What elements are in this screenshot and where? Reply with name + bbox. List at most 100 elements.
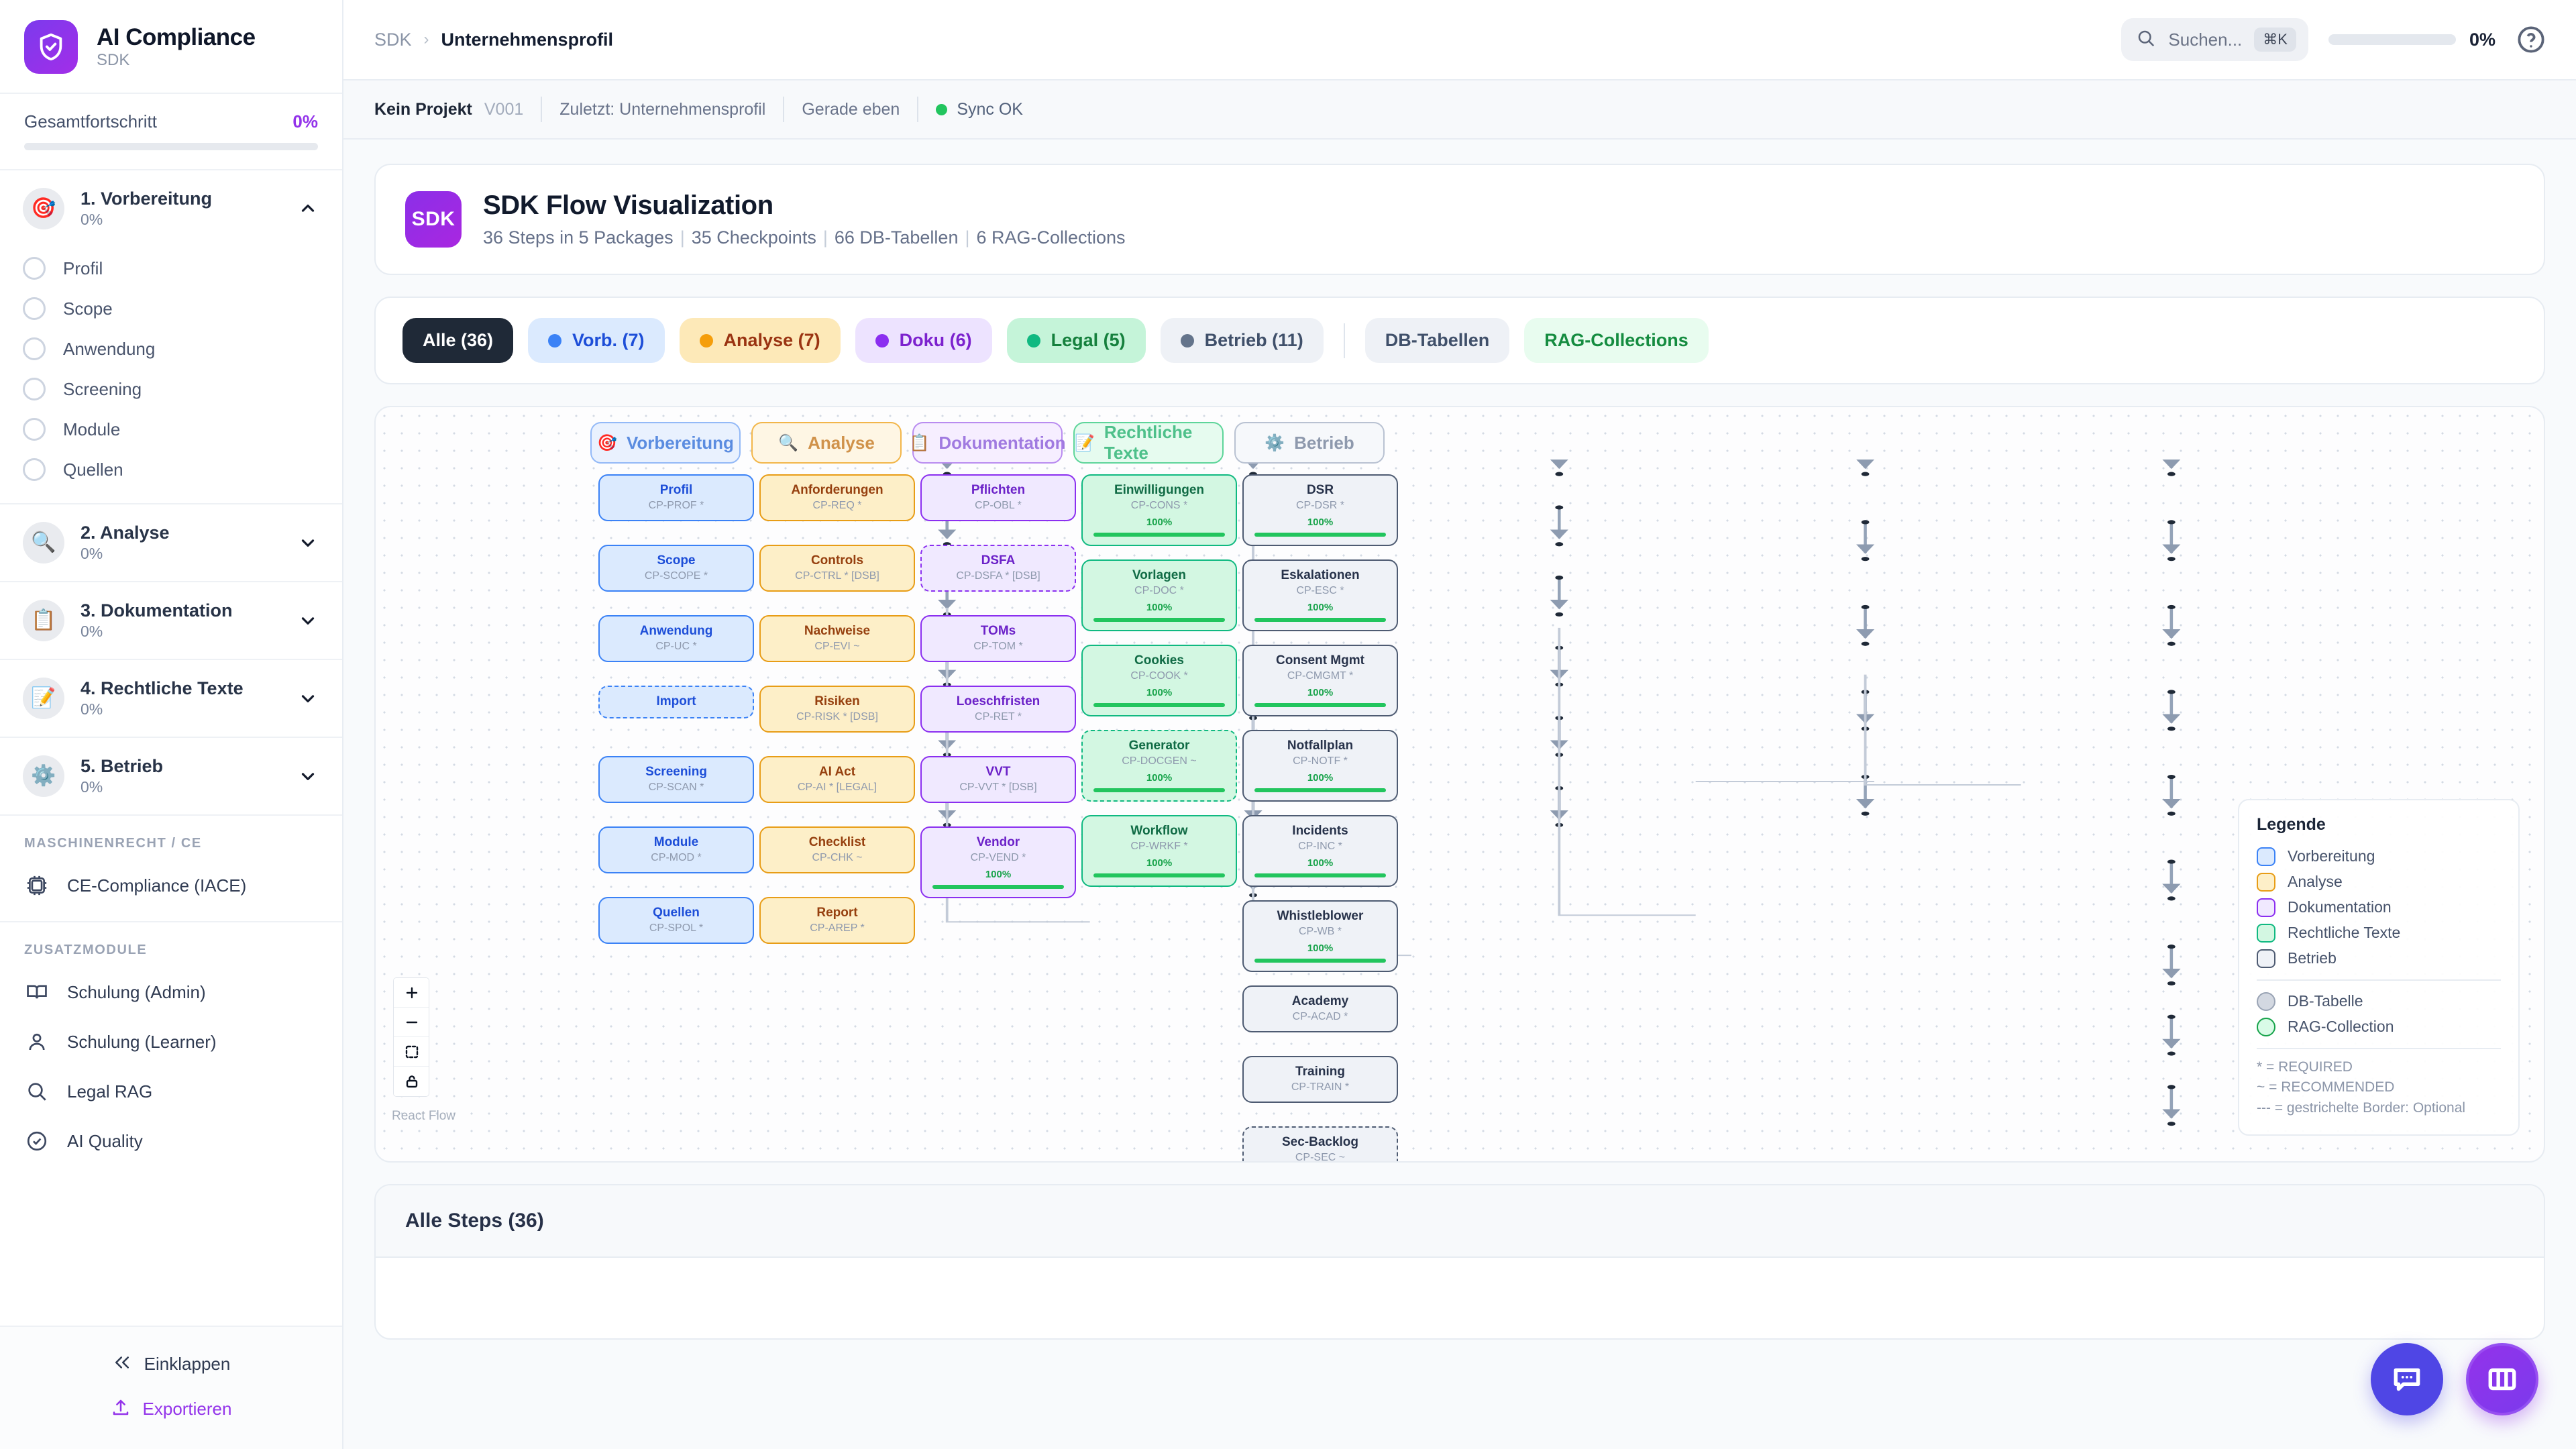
sidebar-item-ai-quality[interactable]: AI Quality bbox=[0, 1116, 342, 1166]
help-circle-icon[interactable] bbox=[2516, 24, 2546, 55]
node-code: CP-CHK ~ bbox=[812, 851, 863, 863]
phase-emoji-icon: 📝 bbox=[23, 678, 64, 719]
zoom-out-button[interactable] bbox=[394, 1008, 429, 1037]
flow-handle bbox=[2167, 981, 2176, 986]
chevron-up-icon[interactable] bbox=[297, 197, 319, 220]
sidebar-item-module[interactable]: Module bbox=[0, 409, 342, 449]
chat-fab[interactable] bbox=[2371, 1343, 2443, 1415]
chip-label: Doku (6) bbox=[899, 330, 972, 350]
unlock-icon[interactable] bbox=[394, 1067, 429, 1096]
collapse-sidebar-button[interactable]: Einklappen bbox=[0, 1342, 342, 1387]
phase-progress: 0% bbox=[80, 211, 103, 229]
chevron-down-icon[interactable] bbox=[297, 687, 319, 710]
chevron-down-icon[interactable] bbox=[297, 609, 319, 632]
sidebar-item-quellen[interactable]: Quellen bbox=[0, 449, 342, 490]
legend-label: Vorbereitung bbox=[2288, 847, 2375, 865]
search-input[interactable]: Suchen... ⌘K bbox=[2121, 18, 2308, 61]
filter-chip-alle-36[interactable]: Alle (36) bbox=[402, 318, 514, 363]
chevron-down-icon[interactable] bbox=[297, 765, 319, 788]
flow-handle bbox=[2167, 811, 2176, 816]
breadcrumb-current: Unternehmensprofil bbox=[441, 29, 614, 50]
sidebar-item-anwendung[interactable]: Anwendung bbox=[0, 329, 342, 369]
node-progress-value: 100% bbox=[1307, 943, 1334, 955]
zoom-in-button[interactable] bbox=[394, 978, 429, 1008]
filter-chip-betrieb-11[interactable]: Betrieb (11) bbox=[1160, 318, 1324, 363]
sidebar-item-schulung-learner[interactable]: Schulung (Learner) bbox=[0, 1017, 342, 1067]
filter-chip-db-tabellen[interactable]: DB-Tabellen bbox=[1364, 318, 1510, 363]
sidebar-item-profil[interactable]: Profil bbox=[0, 248, 342, 288]
node-code: CP-SPOL * bbox=[649, 922, 704, 934]
chat-icon bbox=[2394, 1368, 2420, 1391]
sidebar-item-schulung-admin[interactable]: Schulung (Admin) bbox=[0, 967, 342, 1017]
breadcrumb-root[interactable]: SDK bbox=[374, 29, 412, 50]
legend-note: ~ = RECOMMENDED bbox=[2257, 1079, 2395, 1095]
flow-handle bbox=[1249, 893, 1257, 898]
fit-view-icon[interactable] bbox=[394, 1037, 429, 1067]
chevron-down-icon[interactable] bbox=[297, 531, 319, 554]
filter-chip-legal-5[interactable]: Legal (5) bbox=[1006, 318, 1146, 363]
sidebar-item-screening[interactable]: Screening bbox=[0, 369, 342, 409]
zoom-controls[interactable] bbox=[393, 977, 429, 1097]
node-code: CP-RISK * [DSB] bbox=[796, 710, 878, 722]
sidebar-item-ce-compliance[interactable]: CE-Compliance (IACE) bbox=[0, 861, 342, 910]
header-progress-bar bbox=[2328, 34, 2456, 45]
node-progress-value: 100% bbox=[1146, 602, 1173, 614]
panel-fab[interactable] bbox=[2466, 1343, 2538, 1415]
flow-node[interactable]: Import bbox=[598, 686, 754, 718]
divider bbox=[2257, 979, 2501, 981]
filter-chip-rag-collections[interactable]: RAG-Collections bbox=[1524, 318, 1709, 363]
sidebar-item-legal-rag[interactable]: Legal RAG bbox=[0, 1067, 342, 1116]
sidebar-item-scope[interactable]: Scope bbox=[0, 288, 342, 329]
filter-chip-analyse-7[interactable]: Analyse (7) bbox=[679, 318, 841, 363]
filter-chip-doku-6[interactable]: Doku (6) bbox=[855, 318, 992, 363]
brand-header[interactable]: AI Compliance SDK bbox=[0, 0, 342, 94]
filter-chip-vorb-7[interactable]: Vorb. (7) bbox=[528, 318, 665, 363]
chip-label: Analyse (7) bbox=[723, 330, 820, 350]
export-button[interactable]: Exportieren bbox=[0, 1387, 342, 1432]
flow-handle bbox=[2167, 896, 2176, 901]
flow-handle bbox=[2167, 774, 2176, 780]
flow-group-vorbereitung: 🎯Vorbereitung bbox=[590, 422, 741, 464]
flow-handle bbox=[1555, 542, 1564, 547]
flow-canvas[interactable]: 🎯Vorbereitung🔍Analyse📋Dokumentation📝Rech… bbox=[374, 406, 2545, 1163]
